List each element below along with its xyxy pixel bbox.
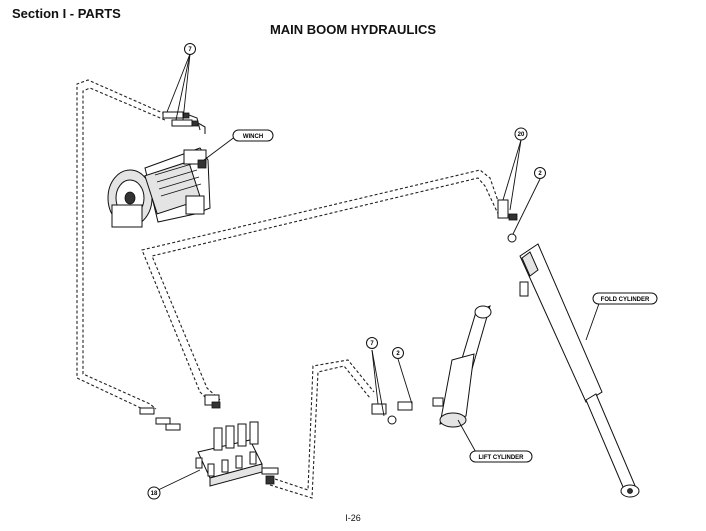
hose-left-loop-parallel [82, 87, 166, 410]
top-hose-fittings [162, 111, 206, 134]
svg-text:18: 18 [151, 491, 158, 497]
hose-lift-loop [269, 365, 371, 499]
svg-text:20: 20 [518, 132, 525, 138]
callout-7-top: 7 [184, 43, 196, 55]
svg-text:2: 2 [396, 351, 400, 357]
hose-fold-loop [141, 169, 505, 406]
svg-text:LIFT CYLINDER: LIFT CYLINDER [479, 455, 525, 461]
page-number: I-26 [345, 513, 361, 523]
winch-label: WINCH [232, 129, 274, 142]
svg-text:7: 7 [370, 341, 374, 347]
lift-cylinder [371, 305, 492, 428]
hose-left-loop [76, 79, 166, 416]
callout-2-lift: 2 [392, 347, 404, 359]
hose-fold-loop-parallel [151, 177, 501, 401]
svg-text:FOLD CYLINDER: FOLD CYLINDER [601, 297, 650, 303]
svg-text:WINCH: WINCH [243, 134, 263, 140]
page-title: MAIN BOOM HYDRAULICS [269, 22, 437, 37]
callout-2-fold: 2 [534, 167, 546, 179]
fold-cylinder-label: FOLD CYLINDER [592, 292, 658, 305]
lift-cylinder-label: LIFT CYLINDER [469, 450, 533, 463]
callout-7-lift: 7 [366, 337, 378, 349]
fold-cylinder [497, 199, 640, 498]
hose-lift-loop-parallel [274, 359, 375, 491]
callout-20: 20 [514, 127, 528, 141]
winch-assembly [107, 147, 211, 228]
section-title: Section I - PARTS [12, 6, 121, 21]
callout-18: 18 [147, 486, 161, 500]
svg-text:7: 7 [188, 47, 192, 53]
svg-text:2: 2 [538, 171, 542, 177]
control-valve [139, 394, 279, 487]
